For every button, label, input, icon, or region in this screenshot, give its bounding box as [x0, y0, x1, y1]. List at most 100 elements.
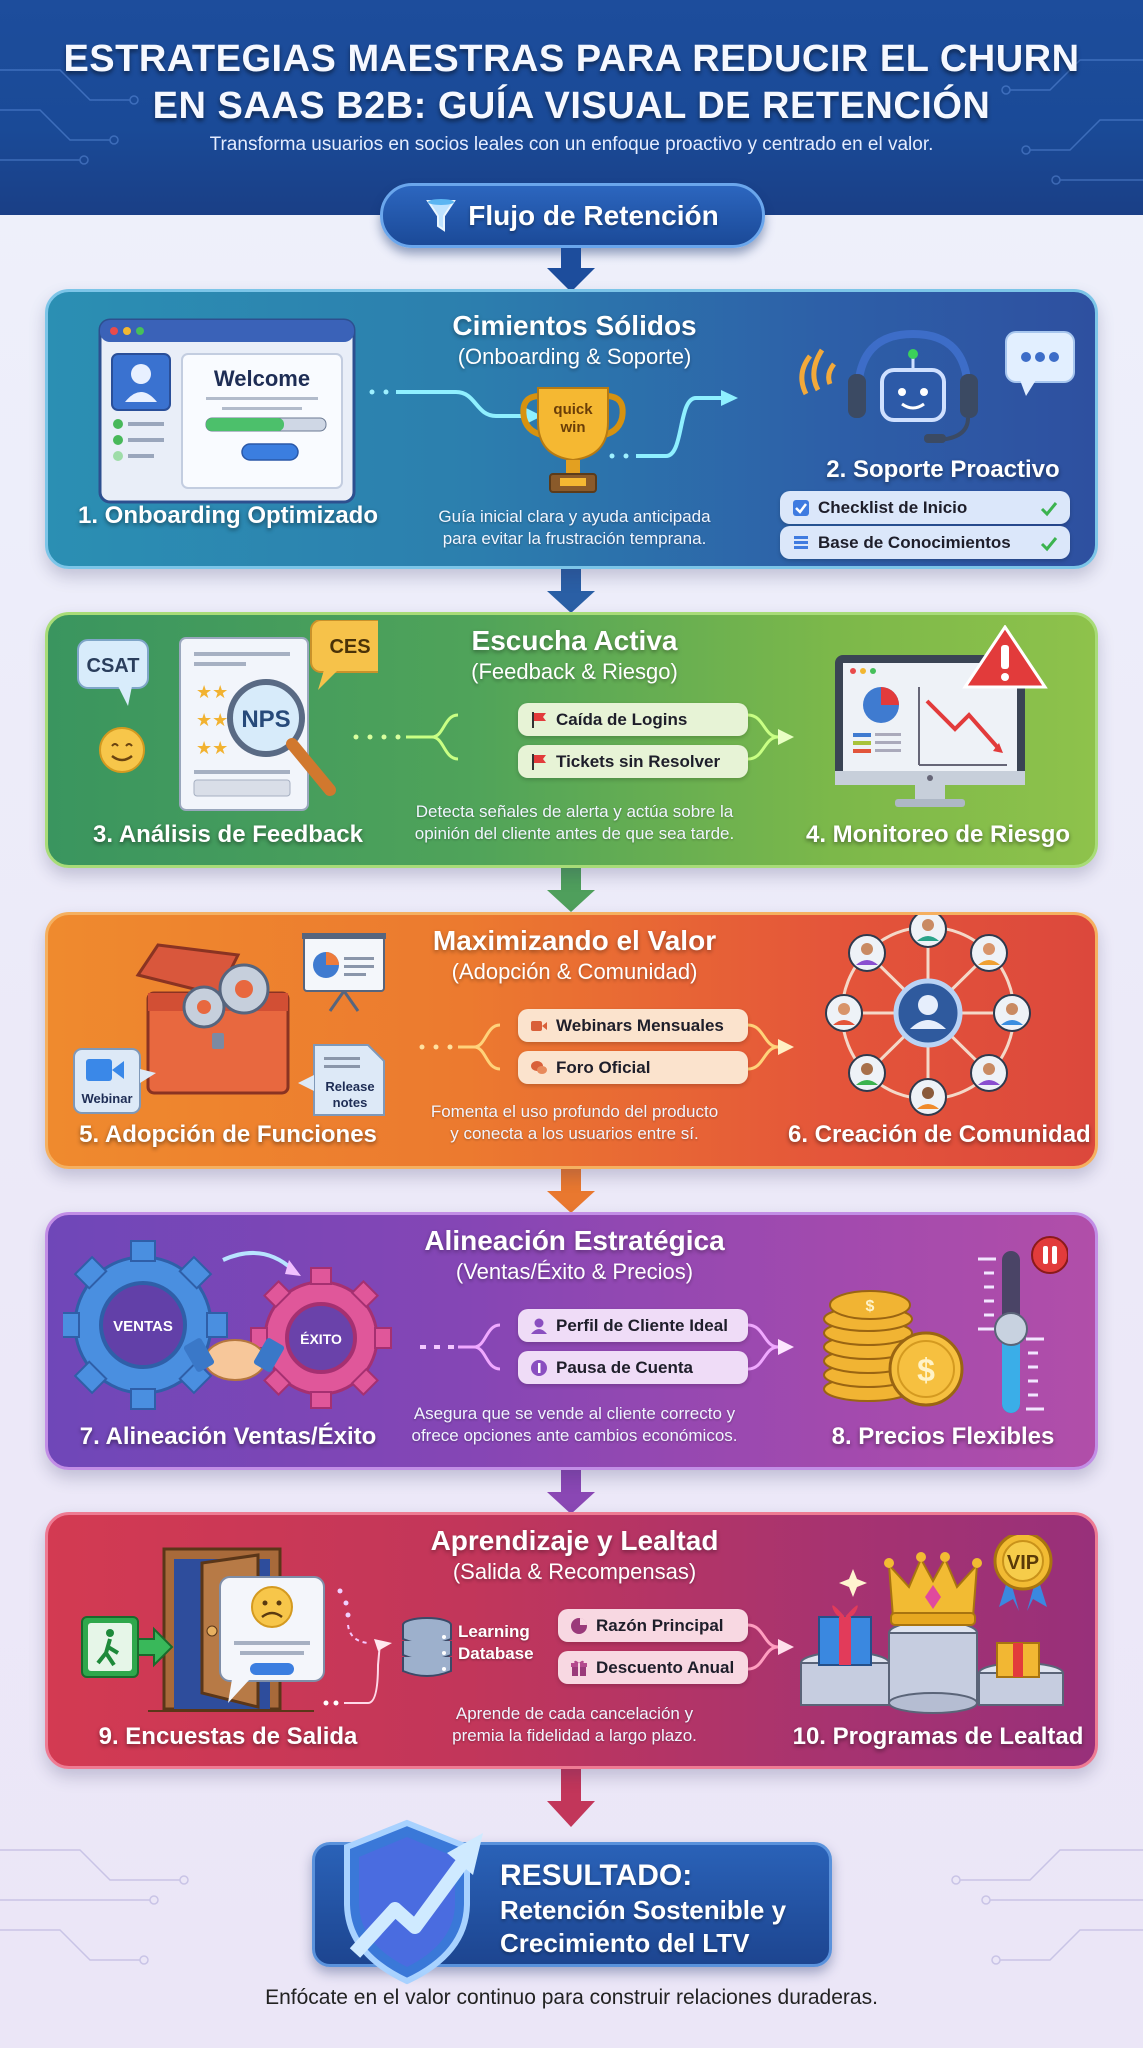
section-subtitle: (Onboarding & Soporte) [457, 344, 692, 369]
svg-text:CES: CES [329, 636, 370, 658]
section-subtitle: (Feedback & Riesgo) [471, 659, 678, 684]
chip-login-drop: Caída de Logins [518, 703, 748, 736]
page-title: ESTRATEGIAS MAESTRAS PARA REDUCIR EL CHU… [0, 36, 1143, 130]
feature-toolbox-icon: Webinar Release notes [73, 933, 386, 1116]
title-line-2: EN SAAS B2B: GUÍA VISUAL DE RETENCIÓN [152, 85, 991, 127]
chip-checklist: Checklist de Inicio [780, 491, 1070, 524]
step-10-label: 10. Programas de Lealtad [792, 1723, 1084, 1750]
section-learning-loyalty: 9. Encuestas de Salida Learning Database… [45, 1512, 1098, 1769]
header-banner: ESTRATEGIAS MAESTRAS PARA REDUCIR EL CHU… [0, 0, 1143, 215]
result-line-1: Retención Sostenible y [500, 1895, 787, 1925]
svg-text:Release: Release [325, 1079, 374, 1094]
step-7-label: 7. Alineación Ventas/Éxito [79, 1423, 377, 1450]
shield-growth-icon [344, 1819, 483, 1985]
learning-database-icon [402, 1617, 452, 1677]
chip-unresolved-tickets: Tickets sin Resolver [518, 745, 748, 778]
flexible-pricing-icon: $ $ [823, 1236, 1068, 1413]
flow-connector-glow [353, 713, 794, 761]
svg-text:notes: notes [333, 1095, 368, 1110]
section-title: Escucha Activa [471, 625, 678, 656]
svg-text:NPS: NPS [241, 706, 290, 733]
flow-connector-glow [369, 389, 738, 459]
step-5-label: 5. Adopción de Funciones [79, 1121, 377, 1148]
step-1-label: 1. Onboarding Optimizado [78, 502, 378, 529]
section-maximize-value: Webinar Release notes 5. Adopción de Fun… [45, 912, 1098, 1169]
check-icon [1040, 534, 1058, 552]
document-list-icon [792, 534, 810, 552]
section-title: Maximizando el Valor [432, 925, 717, 956]
title-line-1: ESTRATEGIAS MAESTRAS PARA REDUCIR EL CHU… [63, 38, 1080, 80]
section-active-listening: CSAT CES ★★ ★★ ★★ NPS 3. Análisis de Fee… [45, 612, 1098, 868]
flow-label: Flujo de Retención [468, 199, 719, 231]
chip-ideal-customer-profile: Perfil de Cliente Ideal [518, 1309, 748, 1342]
exit-survey-icon [81, 1547, 392, 1712]
flow-label-pill: Flujo de Retención [380, 183, 765, 248]
section-subtitle: (Salida & Recompensas) [452, 1559, 697, 1584]
loyalty-rewards-podium-icon: VIP [800, 1535, 1064, 1714]
step-3-label: 3. Análisis de Feedback [93, 821, 363, 848]
step-9-label: 9. Encuestas de Salida [98, 1723, 358, 1750]
section-subtitle: (Adopción & Comunidad) [451, 959, 698, 984]
section-description: Fomenta el uso profundo del producto y c… [430, 1102, 719, 1143]
result-line-2: Crecimiento del LTV [500, 1928, 750, 1958]
onboarding-window-icon: Welcome [98, 318, 356, 504]
chip-knowledge-base: Base de Conocimientos [780, 526, 1070, 559]
section-description: Asegura que se vende al cliente correcto… [411, 1404, 738, 1445]
community-network-icon [825, 915, 1031, 1116]
footer-tagline: Enfócate en el valor continuo para const… [265, 1986, 878, 2009]
chip-annual-discount: Descuento Anual [558, 1651, 748, 1684]
funnel-icon [426, 198, 457, 232]
gift-icon [570, 1659, 588, 1677]
checkbox-icon [792, 499, 810, 517]
svg-text:VENTAS: VENTAS [113, 1318, 173, 1335]
user-icon [530, 1317, 548, 1335]
result-box: RESULTADO: Retención Sostenible y Crecim… [312, 1819, 832, 1985]
section-description: Detecta señales de alerta y actúa sobre … [414, 802, 735, 843]
flow-connector-glow [748, 1623, 794, 1671]
svg-text:$: $ [917, 1352, 935, 1388]
chip-main-reason: Razón Principal [558, 1609, 748, 1642]
feedback-analysis-icon: CSAT CES ★★ ★★ ★★ NPS [77, 620, 378, 811]
section-description: Guía inicial clara y ayuda anticipada pa… [438, 507, 711, 548]
pause-circle-icon [530, 1359, 548, 1377]
video-camera-icon [530, 1017, 548, 1035]
svg-text:★★: ★★ [196, 738, 228, 758]
section-title: Aprendizaje y Lealtad [430, 1525, 719, 1556]
flow-connector-glow [420, 1323, 794, 1371]
chip-official-forum: Foro Oficial [518, 1051, 748, 1084]
svg-text:★★: ★★ [196, 682, 228, 702]
section-title: Cimientos Sólidos [452, 310, 697, 341]
flow-connector-glow [419, 1023, 794, 1071]
step-4-label: 4. Monitoreo de Riesgo [805, 821, 1071, 848]
result-title: RESULTADO: [500, 1859, 693, 1892]
svg-text:CSAT: CSAT [87, 655, 140, 677]
section-foundations: Welcome 1. Onboarding Optimizado quick w… [45, 289, 1098, 569]
red-flag-icon [530, 753, 548, 771]
trophy-quick-win-icon: quick win [520, 387, 626, 493]
svg-text:$: $ [866, 1298, 875, 1315]
chip-account-pause: Pausa de Cuenta [518, 1351, 748, 1384]
circuit-pattern-icon [0, 1849, 1143, 1965]
svg-text:ÉXITO: ÉXITO [300, 1331, 342, 1347]
svg-text:win: win [560, 419, 586, 436]
svg-text:Welcome: Welcome [214, 366, 310, 391]
step-8-label: 8. Precios Flexibles [831, 1423, 1055, 1450]
sales-success-gears-icon: VENTAS ÉXITO [63, 1240, 392, 1410]
svg-text:VIP: VIP [1007, 1552, 1039, 1574]
red-flag-icon [530, 711, 548, 729]
step-2-label: 2. Soporte Proactivo [826, 456, 1060, 483]
section-title: Alineación Estratégica [424, 1225, 725, 1256]
chat-bubbles-icon [530, 1059, 548, 1077]
svg-text:quick: quick [553, 401, 593, 418]
chip-monthly-webinars: Webinars Mensuales [518, 1009, 748, 1042]
section-strategic-alignment: VENTAS ÉXITO 7. Alineación Ventas/Éxito … [45, 1212, 1098, 1470]
page-subtitle: Transforma usuarios en socios leales con… [209, 134, 934, 155]
step-6-label: 6. Creación de Comunidad [788, 1121, 1091, 1148]
section-subtitle: (Ventas/Éxito & Precios) [455, 1259, 694, 1284]
risk-monitor-icon [835, 625, 1048, 807]
check-icon [1040, 499, 1058, 517]
circuit-pattern-icon [0, 59, 1143, 185]
section-description: Aprende de cada cancelación y premia la … [452, 1704, 697, 1745]
svg-text:Webinar: Webinar [81, 1091, 132, 1106]
pie-chart-icon [570, 1617, 588, 1635]
